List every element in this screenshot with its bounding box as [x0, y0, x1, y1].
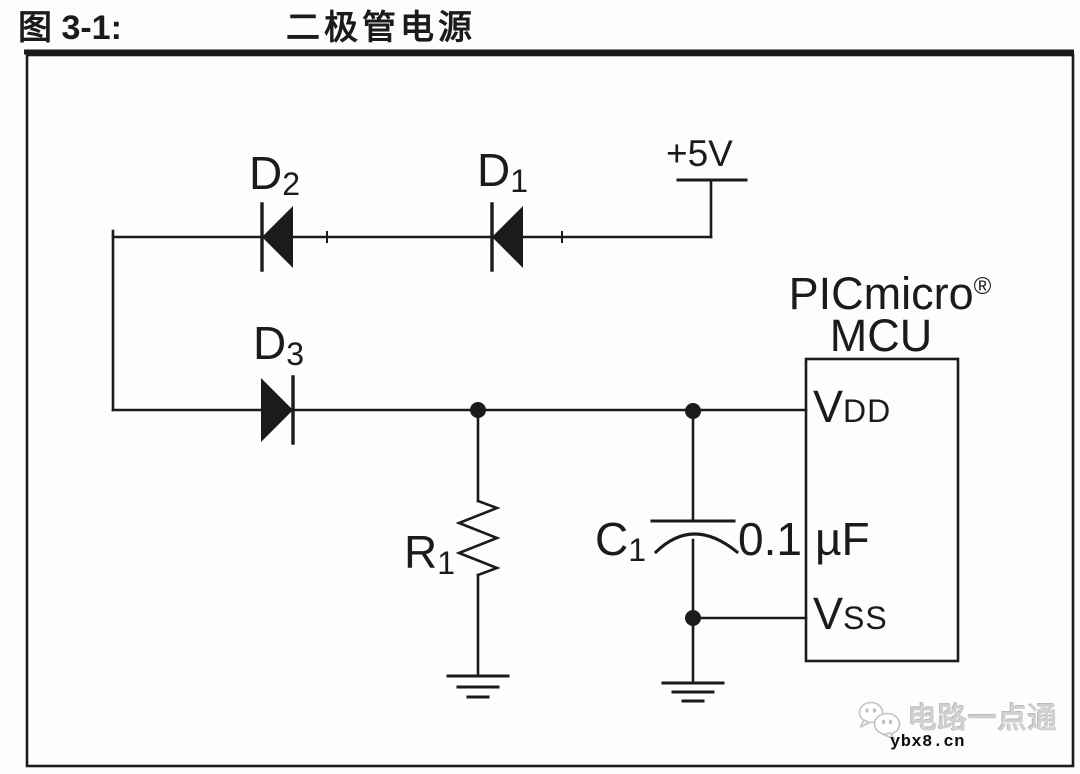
- diode-d3-label: D 3: [253, 317, 304, 370]
- watermark-brand: 电路一点通: [908, 703, 1059, 735]
- capacitor-c1-sub: 1: [628, 532, 647, 568]
- diode-d1-symbol: [492, 206, 523, 268]
- resistor-r1-sub: 1: [437, 545, 456, 581]
- diode-d2-ref: D: [249, 147, 283, 199]
- pin-vss-sub: SS: [843, 600, 888, 636]
- diode-d1-label: D 1: [477, 144, 528, 197]
- resistor-r1-ref: R: [404, 526, 438, 578]
- pin-vdd-sub: DD: [843, 393, 892, 429]
- capacitor-c1-ref: C: [595, 513, 629, 565]
- capacitor-c1-curved-plate: [653, 532, 740, 555]
- ground-symbol-r1: [446, 674, 510, 699]
- diode-d3-symbol: [261, 378, 293, 442]
- diode-d3-ref: D: [253, 317, 287, 369]
- junction-dot-vss-c1: [685, 610, 701, 626]
- junction-dot-vdd-c1: [685, 403, 701, 419]
- resistor-r1-label: R 1: [404, 526, 455, 579]
- mcu-name: PICmicro®: [789, 271, 992, 316]
- supply-5v-label: +5V: [666, 133, 733, 174]
- diode-d3-sub: 3: [286, 336, 305, 372]
- figure-frame: [25, 53, 1075, 768]
- pin-vss-main: V: [813, 588, 844, 639]
- diode-d1-sub: 1: [510, 163, 529, 199]
- mcu-box: [804, 357, 960, 663]
- capacitor-c1-value: 0.1 µF: [738, 516, 870, 562]
- registered-mark: ®: [973, 273, 992, 300]
- watermark-site: ybx8.cn: [890, 733, 965, 752]
- mcu-name-text: PICmicro: [788, 268, 974, 319]
- capacitor-c1-value-unit: µF: [814, 513, 870, 565]
- pin-vdd-main: V: [813, 381, 844, 432]
- capacitor-c1-label: C 1: [595, 513, 646, 566]
- figure-title: 二极管电源: [286, 9, 476, 47]
- pin-vss-label: V SS: [813, 591, 888, 636]
- capacitor-c1-value-number: 0.1: [738, 513, 802, 565]
- diode-d1-ref: D: [477, 144, 511, 196]
- mcu-type: MCU: [829, 310, 933, 361]
- figure-number: 图 3-1:: [18, 9, 122, 47]
- diode-d2-label: D 2: [249, 147, 300, 200]
- ground-symbol-c1: [661, 681, 725, 703]
- wechat-icon: [858, 701, 901, 740]
- diode-d2-sub: 2: [282, 166, 301, 202]
- pin-vdd-label: V DD: [813, 384, 891, 429]
- diode-d2-symbol: [262, 206, 293, 268]
- junction-dot-vdd-r1: [470, 402, 486, 418]
- resistor-r1-symbol: [455, 499, 501, 577]
